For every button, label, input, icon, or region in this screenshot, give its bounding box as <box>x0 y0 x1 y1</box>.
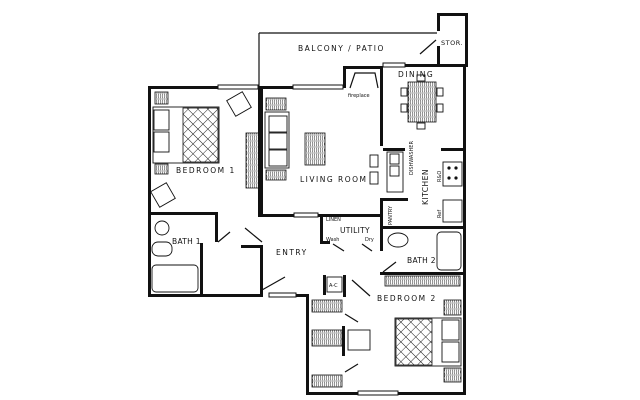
label-bath-1: BATH 1 <box>172 237 201 246</box>
label-linen: LINEN <box>326 217 341 223</box>
balcony-outline <box>258 32 437 87</box>
label-fireplace: fireplace <box>348 93 370 99</box>
label-bedroom-1: BEDROOM 1 <box>176 166 236 175</box>
furniture <box>150 74 463 388</box>
label-entry: ENTRY <box>276 248 308 257</box>
label-dry: Dry <box>365 237 374 243</box>
label-bedroom-2: BEDROOM 2 <box>377 294 437 303</box>
label-ac: A-C <box>329 283 338 289</box>
storage-walls <box>419 13 468 67</box>
label-pantry: PANTRY <box>388 205 394 225</box>
doors <box>217 128 397 373</box>
label-range: R&O <box>437 171 443 182</box>
label-dining: DINING <box>398 70 434 79</box>
label-bath-2: BATH 2 <box>407 256 436 265</box>
label-dishwasher: DISHWASHER <box>409 141 415 175</box>
windows <box>217 62 406 396</box>
label-utility: UTILITY <box>340 226 370 235</box>
room-labels: BALCONY / PATIO STOR. DINING fireplace B… <box>172 39 463 303</box>
label-living-room: LIVING ROOM <box>300 175 368 184</box>
label-wash: Wash <box>326 237 339 243</box>
label-balcony: BALCONY / PATIO <box>298 44 385 53</box>
label-kitchen: KITCHEN <box>421 169 430 205</box>
label-storage: STOR. <box>441 39 463 47</box>
label-refrigerator: Ref <box>437 210 443 218</box>
